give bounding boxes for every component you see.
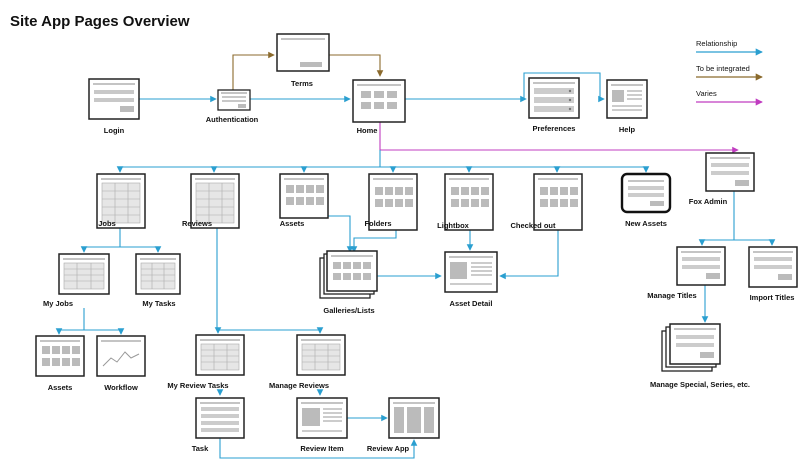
page-authentication [217,89,251,111]
arrow-assets-galleries [306,215,354,253]
legend-integrated-label: To be integrated [696,64,750,73]
arrow-auth-terms [232,51,275,91]
page-jobs [96,173,146,229]
page-preferences [528,77,580,119]
page-title: Site App Pages Overview [10,13,190,30]
label-galleries-lists: Galleries/Lists [323,306,374,315]
arrow-myjobs-assets [55,308,85,335]
arrow-jobs-myjobs [80,228,121,253]
label-terms: Terms [291,79,313,88]
label-checked-out: Checked out [510,221,556,230]
arrow-home-newassets [380,166,650,173]
arrow-checkedout-assetdetail [499,230,559,280]
page-login [88,78,140,120]
arrow-home-jobs [116,150,381,173]
page-review-item [296,397,348,439]
label-jobs: Jobs [98,219,116,228]
label-asset-detail: Asset Detail [450,299,493,308]
page-my-review-tasks [195,334,245,376]
page-assets-top [279,173,329,219]
label-my-tasks: My Tasks [142,299,175,308]
page-task [195,397,245,439]
label-manage-special: Manage Special, Series, etc. [650,380,750,389]
label-manage-reviews: Manage Reviews [269,381,329,390]
label-review-item: Review Item [300,444,344,453]
page-home [352,79,406,123]
page-review-app [388,397,440,439]
label-my-review-tasks: My Review Tasks [167,381,228,390]
label-reviews: Reviews [182,219,212,228]
page-fox-admin [705,152,755,192]
arrow-myjobs-workflow [84,328,125,335]
label-my-jobs: My Jobs [43,299,73,308]
arrow-folders-galleries [350,230,397,253]
page-assets-sub [35,335,85,377]
arrow-reviews-myreviewtasks [214,228,222,334]
label-workflow: Workflow [104,383,138,392]
label-preferences: Preferences [533,124,576,133]
page-my-jobs [58,253,110,295]
page-new-assets [620,172,672,214]
label-help: Help [619,125,636,134]
arrow-jobs-mytasks [120,246,162,253]
page-lightbox [444,173,494,231]
page-terms [276,33,330,72]
label-task: Task [192,444,209,453]
page-import-titles [748,246,798,288]
label-assets-top: Assets [280,219,305,228]
page-help [606,79,648,119]
legend-varies-label: Varies [696,89,717,98]
label-review-app: Review App [367,444,410,453]
page-manage-reviews [296,334,346,376]
legend-relationship-label: Relationship [696,39,737,48]
page-manage-titles [676,246,726,286]
page-reviews [190,173,240,229]
label-import-titles: Import Titles [750,293,795,302]
label-manage-titles: Manage Titles [647,291,696,300]
arrow-home-help [523,72,605,103]
label-fox-admin: Fox Admin [689,197,728,206]
page-manage-special [661,323,721,372]
arrow-foxadmin-managetitles [698,190,735,246]
page-checked-out [533,173,583,231]
label-new-assets: New Assets [625,219,667,228]
arrow-task-reviewapp [219,438,418,459]
label-lightbox: Lightbox [437,221,469,230]
connectors [55,51,776,459]
page-workflow [96,335,146,377]
page-galleries-lists [319,250,378,299]
arrow-reviews-managereviews [217,327,324,334]
page-folders [368,173,418,231]
arrow-foxadmin-importtitles [734,239,776,246]
label-authentication: Authentication [206,115,259,124]
label-assets-sub: Assets [48,383,73,392]
arrow-terms-home [329,54,384,77]
label-folders: Folders [364,219,391,228]
label-home: Home [357,126,378,135]
page-asset-detail [444,251,498,293]
legend: Relationship To be integrated Varies [696,39,763,106]
label-login: Login [104,126,125,135]
page-my-tasks [135,253,181,295]
